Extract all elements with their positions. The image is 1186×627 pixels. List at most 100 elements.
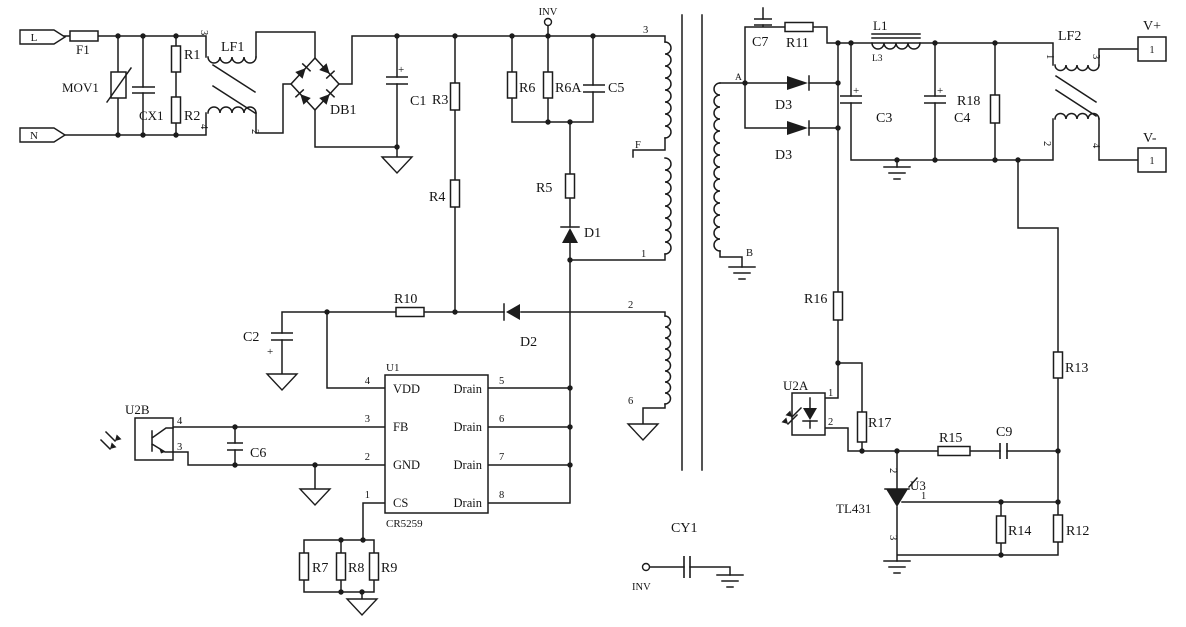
cy1-label: CY1 bbox=[671, 521, 697, 536]
r10-body bbox=[395, 306, 425, 318]
resistor-r2: R2 bbox=[170, 96, 200, 124]
r16-body bbox=[832, 291, 844, 321]
u1-pinnum-1: 1 bbox=[365, 490, 370, 501]
c7-plates bbox=[754, 18, 772, 26]
r6-label: R6 bbox=[519, 81, 535, 96]
transformer-core bbox=[681, 14, 703, 471]
vminus-pin: 1 bbox=[1149, 156, 1154, 167]
u1-pin-cs: CS bbox=[393, 496, 408, 510]
u2a-light-rays bbox=[786, 406, 803, 426]
lf2-label: LF2 bbox=[1058, 29, 1081, 44]
vminus-terminal bbox=[1137, 147, 1167, 173]
r15-body bbox=[937, 445, 971, 457]
neutral-terminal-shape bbox=[19, 127, 67, 143]
c3-label: C3 bbox=[876, 111, 892, 126]
l1-core-bars bbox=[871, 33, 921, 39]
u1-pinnum-8: 8 bbox=[499, 490, 504, 501]
r5-label: R5 bbox=[536, 181, 552, 196]
cx1-label: CX1 bbox=[139, 108, 164, 123]
r12-body bbox=[1052, 514, 1064, 543]
c2-label: C2 bbox=[243, 330, 259, 345]
resistor-r10: R10 bbox=[394, 292, 425, 318]
r14-body bbox=[995, 515, 1007, 544]
r8-label: R8 bbox=[348, 561, 364, 576]
r6-body bbox=[506, 71, 518, 99]
resistor-r8: R8 bbox=[335, 552, 364, 581]
resistor-r17: R17 bbox=[856, 411, 891, 443]
u1-pin-drain7: Drain bbox=[454, 458, 483, 472]
u2a-ray-head1 bbox=[785, 410, 792, 417]
tl431-label: TL431 bbox=[836, 501, 871, 516]
resistor-r9: R9 bbox=[368, 552, 397, 581]
c5-plates bbox=[583, 84, 605, 93]
r13-body bbox=[1052, 351, 1064, 379]
r9-body bbox=[368, 552, 380, 581]
r16-label: R16 bbox=[804, 292, 827, 307]
db1-label: DB1 bbox=[330, 103, 356, 118]
diode-d2: D2 bbox=[503, 303, 537, 350]
opto-u2b: U2B 4 3 bbox=[99, 402, 183, 461]
u1-pinnum-6: 6 bbox=[499, 414, 504, 425]
r17-body bbox=[856, 411, 868, 443]
aux-winding bbox=[664, 315, 672, 405]
ground-aux bbox=[626, 423, 660, 442]
fuse-label: F1 bbox=[76, 42, 90, 57]
u2a-led-triangle bbox=[803, 408, 817, 420]
neutral-terminal-label: N bbox=[30, 130, 38, 142]
r14-label: R14 bbox=[1008, 524, 1031, 539]
u1-pinnum-4: 4 bbox=[365, 376, 371, 387]
lf1-core bbox=[211, 63, 257, 115]
r9-label: R9 bbox=[381, 561, 397, 576]
chassis-grounds bbox=[265, 156, 660, 617]
c1-label: C1 bbox=[410, 94, 426, 109]
choke-lf1: LF1 3 4 2 bbox=[198, 30, 260, 134]
transformer-t1: 3 F 1 2 6 A B bbox=[628, 14, 753, 471]
lf1-top-coil bbox=[207, 56, 257, 64]
r5-body bbox=[564, 173, 576, 199]
r2-label: R2 bbox=[184, 109, 200, 124]
resistor-r6: R6 bbox=[506, 71, 535, 99]
d3l-label: D3 bbox=[775, 148, 792, 163]
testpoint-inv-top: INV bbox=[539, 7, 558, 27]
d3u-triangle bbox=[787, 76, 808, 90]
r1-body bbox=[170, 45, 182, 73]
l1-coil bbox=[871, 42, 921, 50]
c6-label: C6 bbox=[250, 446, 266, 461]
r2-body bbox=[170, 96, 182, 124]
line-terminal-shape bbox=[19, 29, 67, 45]
lf1-bottom-coil bbox=[207, 106, 257, 114]
c9-label: C9 bbox=[996, 425, 1012, 440]
u1-pin-drain8: Drain bbox=[454, 496, 483, 510]
c4-label: C4 bbox=[954, 111, 970, 126]
u1-pin-gnd: GND bbox=[393, 458, 420, 472]
t1-pin3: 3 bbox=[643, 25, 648, 36]
resistor-r3: R3 bbox=[432, 82, 461, 111]
t1-tap-f: F bbox=[635, 140, 641, 151]
t1-pin6: 6 bbox=[628, 396, 633, 407]
capacitor-cx1: CX1 bbox=[132, 86, 164, 123]
capacitor-c7: C7 bbox=[752, 18, 772, 50]
connector-vminus: V- 1 bbox=[1137, 131, 1167, 173]
vplus-terminal bbox=[1137, 36, 1167, 62]
resistor-r11: R11 bbox=[784, 21, 814, 51]
capacitor-c4: + C4 bbox=[924, 85, 970, 126]
capacitor-c9: C9 bbox=[996, 425, 1012, 459]
ground-c2 bbox=[265, 373, 299, 392]
u1-ref-label: U1 bbox=[386, 362, 399, 374]
resistor-r5: R5 bbox=[536, 173, 576, 199]
t1-pin2: 2 bbox=[628, 300, 633, 311]
r6a-label: R6A bbox=[555, 81, 582, 96]
junction-dots bbox=[115, 33, 1061, 595]
c4-plus: + bbox=[937, 85, 943, 97]
u2b-ray-head1 bbox=[115, 434, 122, 441]
secondary-wires bbox=[649, 7, 1139, 576]
shunt-u3: U3 TL431 2 1 3 bbox=[836, 468, 926, 540]
diode-d3-upper: D3 bbox=[775, 75, 810, 113]
u1-part-label: CR5259 bbox=[386, 518, 423, 530]
lf1-pin3: 3 bbox=[198, 30, 209, 35]
u1-pin-vdd: VDD bbox=[393, 382, 420, 396]
r11-label: R11 bbox=[786, 36, 809, 51]
diode-d3-lower: D3 bbox=[775, 120, 810, 163]
r18-label: R18 bbox=[957, 94, 980, 109]
c7-label: C7 bbox=[752, 35, 768, 50]
